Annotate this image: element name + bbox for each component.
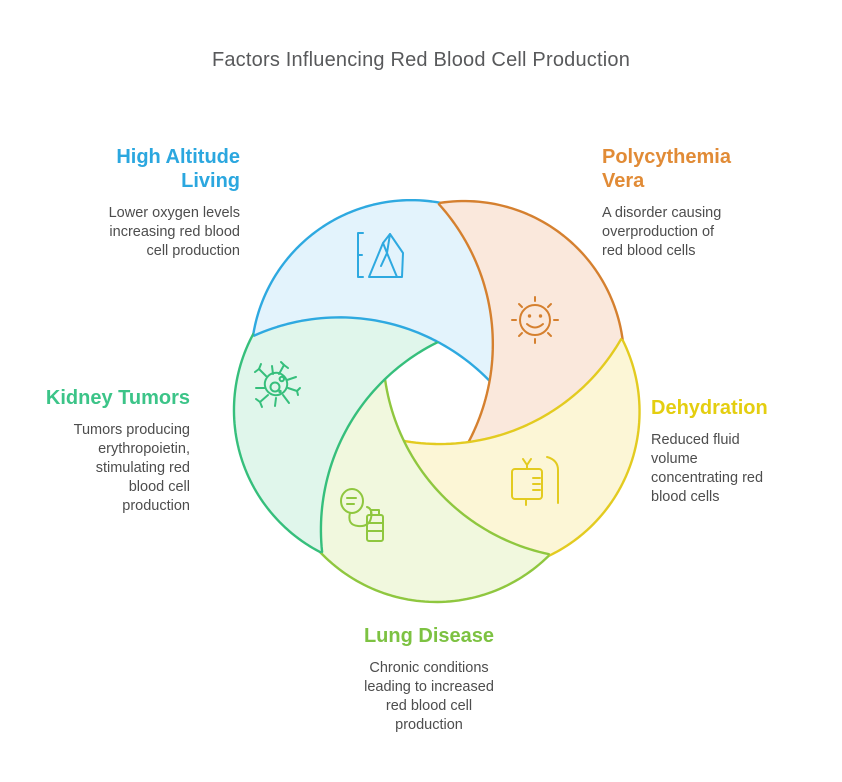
iv-bag-icon	[511, 456, 559, 506]
tumor-cell-icon	[254, 361, 301, 408]
heading-kidney-tumors: Kidney Tumors	[45, 387, 190, 409]
petal-outline-kidney-tumors	[232, 319, 528, 554]
inhaler-icon	[340, 488, 384, 542]
description-kidney-tumors: Tumors producing erythropoietin, stimula…	[73, 422, 190, 514]
heading-polycythemia-vera: Polycythemia Vera	[602, 146, 731, 192]
petal-outline-lung-disease	[318, 286, 550, 604]
heading-dehydration: Dehydration	[651, 397, 768, 419]
heading-high-altitude: High Altitude Living	[116, 146, 240, 192]
description-lung-disease: Chronic conditions leading to increased …	[364, 660, 494, 733]
description-dehydration: Reduced fluid volume concentrating red b…	[651, 432, 764, 505]
label-dehydration: Dehydration Reduced fluid volume concent…	[651, 396, 768, 507]
petal-outline-dehydration	[318, 338, 641, 558]
heading-lung-disease: Lung Disease	[363, 625, 495, 647]
label-kidney-tumors: Kidney Tumors Tumors producing erythropo…	[46, 386, 190, 516]
label-polycythemia-vera: Polycythemia Vera A disorder causing ove…	[602, 145, 731, 261]
page-title: Factors Influencing Red Blood Cell Produ…	[211, 49, 631, 71]
label-high-altitude: High Altitude Living Lower oxygen levels…	[109, 145, 240, 261]
description-polycythemia-vera: A disorder causing overproduction of red…	[602, 205, 722, 259]
description-high-altitude: Lower oxygen levels increasing red blood…	[108, 205, 240, 259]
mountain-icon	[357, 232, 404, 278]
petal-kidney-tumors	[233, 250, 527, 553]
petal-outline-high-altitude	[252, 198, 539, 460]
label-lung-disease: Lung Disease Chronic conditions leading …	[279, 624, 579, 735]
petal-outline-polycythemia	[408, 199, 624, 513]
cell-smiley-icon	[511, 296, 559, 344]
